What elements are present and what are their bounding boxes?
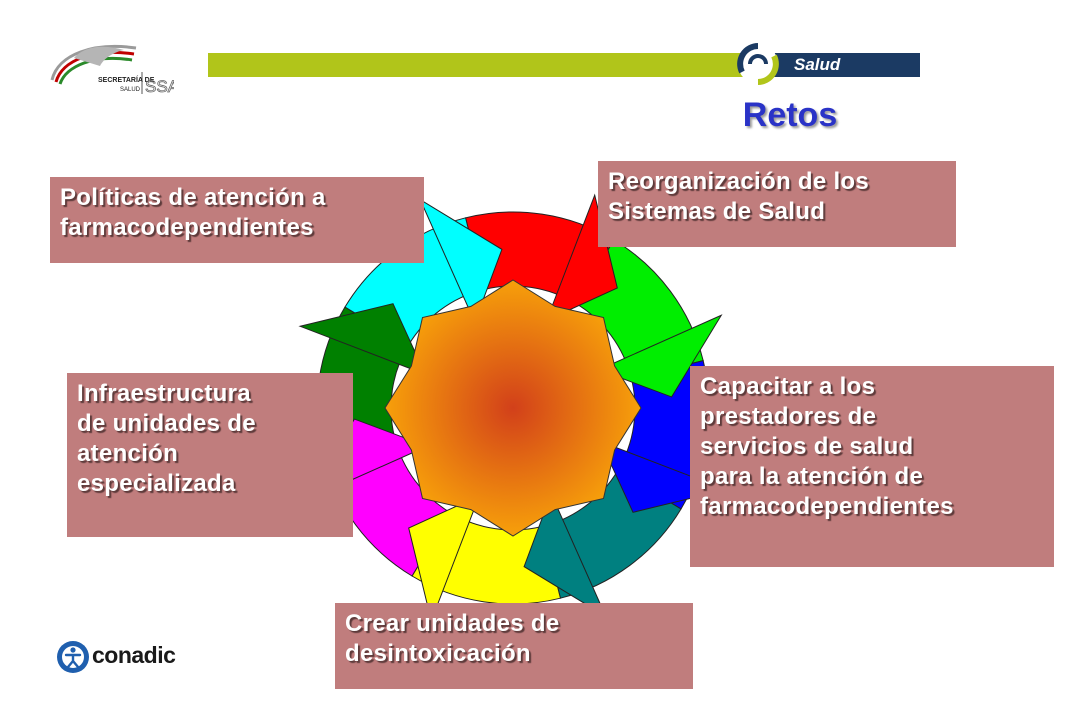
cycle-arrowhead <box>523 492 607 618</box>
label-crear-unidades: Crear unidades de desintoxicación <box>335 603 693 689</box>
label-infraestructura: Infraestructura de unidades de atención … <box>67 373 353 537</box>
label-reorganizacion: Reorganización de los Sistemas de Salud <box>598 161 956 247</box>
logo-text-line2: SALUD <box>120 87 141 93</box>
cycle-arrowhead <box>298 303 427 376</box>
conadic-logo: conadic <box>56 638 176 676</box>
cycle-arrowhead <box>597 314 723 398</box>
conadic-person-icon <box>57 641 89 673</box>
conadic-text: conadic <box>92 642 176 668</box>
label-capacitar: Capacitar a los prestadores de servicios… <box>690 366 1054 567</box>
header-bar-green <box>208 53 748 77</box>
salud-swirl-icon <box>736 42 780 86</box>
cycle-arrowhead <box>419 198 503 324</box>
eagle-emblem-icon: SECRETARÍA DE SALUD SSA <box>50 44 180 96</box>
logo-abbrev: SSA <box>145 77 174 96</box>
logo-text-line1: SECRETARÍA DE <box>98 75 155 84</box>
cycle-center <box>384 279 642 537</box>
cycle-arrowhead <box>408 494 481 623</box>
page-title: Retos <box>742 96 838 134</box>
secretaria-salud-logo: SECRETARÍA DE SALUD SSA <box>44 36 180 100</box>
label-politicas: Políticas de atención a farmacodependien… <box>50 177 424 263</box>
salud-brand-label: Salud <box>794 55 841 74</box>
